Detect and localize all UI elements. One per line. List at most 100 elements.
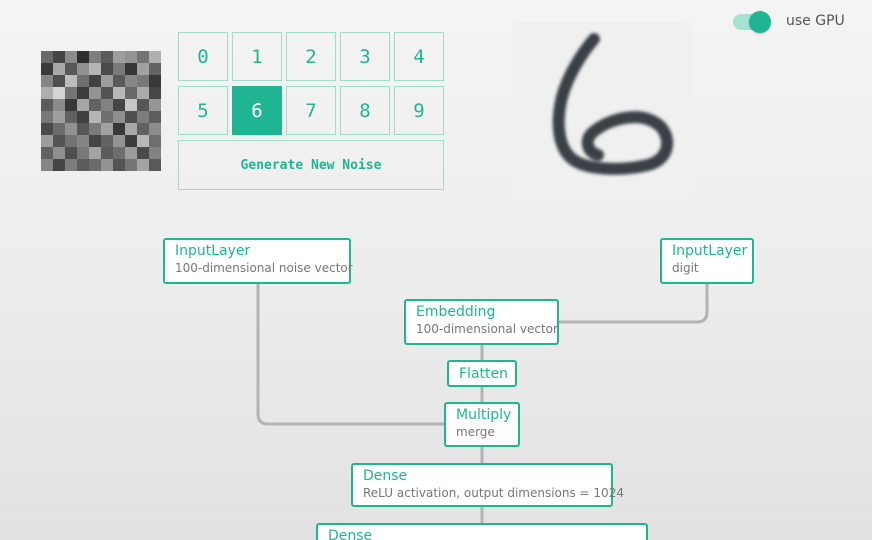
noise-pixel xyxy=(53,51,65,63)
noise-pixel xyxy=(125,99,137,111)
noise-pixel xyxy=(65,63,77,75)
noise-pixel xyxy=(137,135,149,147)
noise-pixel xyxy=(125,159,137,171)
noise-pixel xyxy=(113,159,125,171)
noise-pixel xyxy=(53,63,65,75)
noise-pixel xyxy=(101,111,113,123)
noise-pixel xyxy=(41,87,53,99)
noise-pixel xyxy=(77,135,89,147)
noise-pixel xyxy=(41,123,53,135)
noise-pixel xyxy=(65,87,77,99)
noise-pixel xyxy=(65,111,77,123)
digit-button-2[interactable]: 2 xyxy=(286,32,336,81)
generated-digit-image xyxy=(512,21,692,201)
noise-pixel xyxy=(137,159,149,171)
noise-pixel xyxy=(77,123,89,135)
noise-pixel xyxy=(89,51,101,63)
node-title: Flatten xyxy=(459,366,508,382)
noise-pixel xyxy=(125,123,137,135)
noise-pixel xyxy=(113,63,125,75)
noise-pixel xyxy=(113,99,125,111)
noise-pixel xyxy=(125,51,137,63)
digit-button-1[interactable]: 1 xyxy=(232,32,282,81)
noise-pixel xyxy=(65,135,77,147)
noise-pixel xyxy=(89,63,101,75)
noise-pixel xyxy=(53,159,65,171)
noise-pixel xyxy=(113,147,125,159)
node-digit-input-layer: InputLayer digit xyxy=(660,238,754,284)
noise-pixel xyxy=(137,63,149,75)
noise-pixel xyxy=(137,87,149,99)
noise-pixel xyxy=(137,123,149,135)
noise-pixel xyxy=(101,123,113,135)
noise-pixel xyxy=(89,87,101,99)
noise-pixel xyxy=(77,159,89,171)
toggle-knob[interactable] xyxy=(749,11,771,33)
noise-pixel xyxy=(41,147,53,159)
node-title: InputLayer xyxy=(672,243,748,259)
connector-noise-to-multiply xyxy=(256,283,445,426)
noise-pixel xyxy=(77,147,89,159)
noise-pixel xyxy=(149,159,161,171)
noise-pixel xyxy=(89,159,101,171)
node-subtitle: merge xyxy=(456,425,495,439)
gpu-toggle-switch[interactable] xyxy=(733,11,771,33)
noise-pixel xyxy=(113,123,125,135)
noise-pixel xyxy=(65,51,77,63)
node-title: InputLayer xyxy=(175,243,251,259)
noise-pixel xyxy=(89,147,101,159)
noise-pixel xyxy=(125,75,137,87)
noise-pixel xyxy=(65,159,77,171)
noise-pixel xyxy=(113,135,125,147)
noise-pixel xyxy=(137,51,149,63)
noise-pixel xyxy=(77,51,89,63)
node-subtitle: ReLU activation, output dimensions = 102… xyxy=(363,486,624,500)
digit-button-9[interactable]: 9 xyxy=(394,86,444,135)
node-multiply-layer: Multiply merge xyxy=(444,402,520,447)
noise-pixel xyxy=(77,75,89,87)
noise-pixel xyxy=(113,111,125,123)
node-noise-input-layer: InputLayer 100-dimensional noise vector xyxy=(163,238,353,284)
digit-button-6[interactable]: 6 xyxy=(232,86,282,135)
noise-pixel xyxy=(149,147,161,159)
noise-pixel xyxy=(41,63,53,75)
noise-pixel xyxy=(77,87,89,99)
noise-pixel xyxy=(101,87,113,99)
node-title: Dense xyxy=(363,468,408,484)
noise-pixel xyxy=(53,123,65,135)
noise-pixel xyxy=(149,135,161,147)
noise-pixel xyxy=(125,87,137,99)
digit-button-8[interactable]: 8 xyxy=(340,86,390,135)
noise-pixel xyxy=(101,147,113,159)
noise-pixel xyxy=(149,51,161,63)
noise-pixel xyxy=(53,75,65,87)
noise-pixel xyxy=(113,51,125,63)
digit-button-4[interactable]: 4 xyxy=(394,32,444,81)
noise-pixel xyxy=(41,135,53,147)
noise-pixel xyxy=(89,123,101,135)
noise-pixel xyxy=(149,63,161,75)
node-subtitle: 100-dimensional noise vector xyxy=(175,261,353,275)
noise-pixel xyxy=(149,87,161,99)
noise-pixel xyxy=(77,111,89,123)
node-subtitle: 100-dimensional vector xyxy=(416,322,558,336)
noise-pixel xyxy=(53,87,65,99)
noise-pixel xyxy=(53,99,65,111)
noise-pixel xyxy=(65,147,77,159)
noise-pixel xyxy=(125,63,137,75)
digit-button-5[interactable]: 5 xyxy=(178,86,228,135)
digit-button-7[interactable]: 7 xyxy=(286,86,336,135)
gpu-toggle-label: use GPU xyxy=(786,13,845,29)
noise-pixel xyxy=(77,99,89,111)
generate-noise-button[interactable]: Generate New Noise xyxy=(178,140,444,190)
digit-button-0[interactable]: 0 xyxy=(178,32,228,81)
noise-pixel xyxy=(65,99,77,111)
node-dense-layer-1: Dense ReLU activation, output dimensions… xyxy=(351,463,624,507)
noise-pixel xyxy=(125,111,137,123)
noise-pixel xyxy=(137,111,149,123)
noise-pixel xyxy=(149,99,161,111)
noise-pixel xyxy=(101,159,113,171)
digit-button-3[interactable]: 3 xyxy=(340,32,390,81)
noise-pixel xyxy=(89,111,101,123)
